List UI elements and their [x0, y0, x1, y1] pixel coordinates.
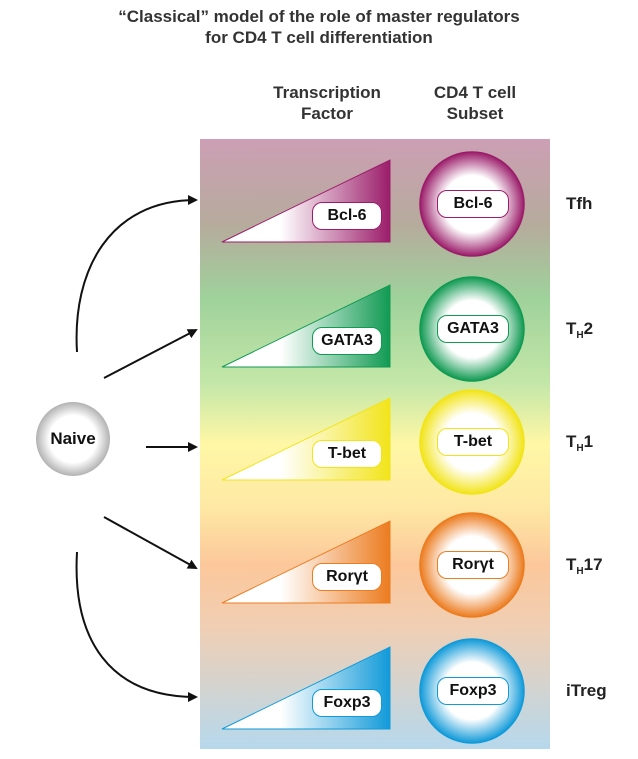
subset-tf-label-foxp3: Foxp3	[437, 677, 509, 705]
subset-name-th1: TH1	[566, 432, 594, 454]
header-subset-line-2: Subset	[446, 104, 504, 123]
tf-label-t-bet: T-bet	[312, 440, 382, 468]
tf-label-gata3: GATA3	[312, 327, 382, 355]
naive-label: Naive	[50, 429, 96, 448]
subset-tf-label-ror-t: Rorγt	[437, 551, 509, 579]
tf-label-bcl-6: Bcl-6	[312, 202, 382, 230]
subset-name-th17: TH17	[566, 555, 603, 577]
arrow-to-tfh	[75, 195, 198, 353]
subset-tf-label-gata3: GATA3	[437, 315, 509, 343]
subset-tf-label-t-bet: T-bet	[437, 428, 509, 456]
header-tf-line-1: Transcription	[273, 83, 381, 102]
diagram-title: “Classical” model of the role of master …	[0, 6, 638, 48]
tf-label-foxp3: Foxp3	[312, 689, 382, 717]
header-transcription-factor: Transcription Factor	[252, 82, 402, 124]
title-line-1: “Classical” model of the role of master …	[118, 7, 520, 26]
subset-name-tfh: Tfh	[566, 194, 593, 213]
naive-cell: Naive	[36, 402, 110, 476]
arrow-to-th2	[103, 329, 198, 379]
arrow-to-itreg	[75, 551, 198, 702]
arrows	[75, 195, 198, 702]
title-line-2: for CD4 T cell differentiation	[205, 28, 433, 47]
subset-tf-label-bcl-6: Bcl-6	[437, 190, 509, 218]
arrow-to-th17	[103, 516, 198, 569]
subset-name-itreg: iTreg	[566, 681, 607, 700]
header-cd4-subset: CD4 T cell Subset	[410, 82, 540, 124]
subset-name-th2: TH2	[566, 319, 594, 341]
header-subset-line-1: CD4 T cell	[433, 83, 517, 102]
tf-label-ror-t: Rorγt	[312, 563, 382, 591]
header-tf-line-2: Factor	[301, 104, 353, 123]
